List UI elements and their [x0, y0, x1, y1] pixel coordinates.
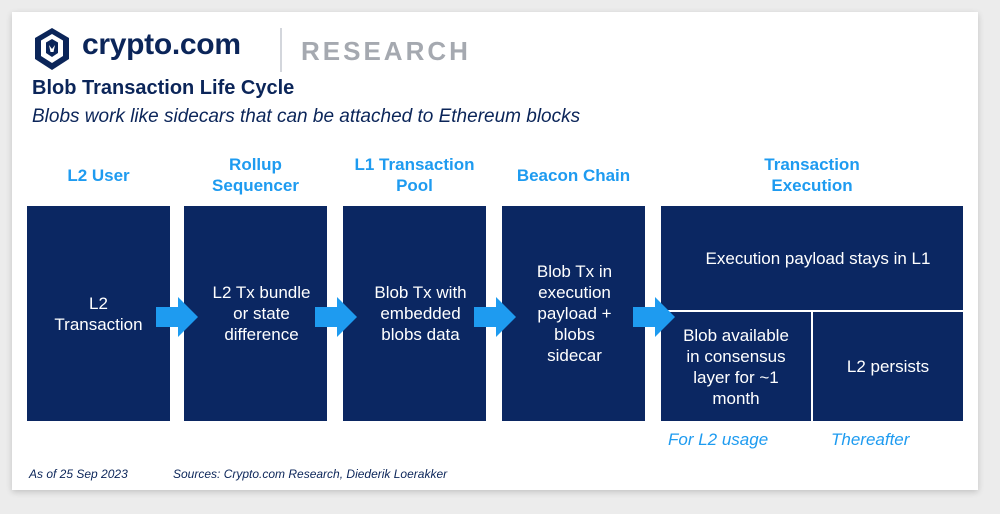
crypto-com-lion-logo-icon [35, 28, 69, 70]
stage-label-l2-user: L2 User [67, 165, 130, 185]
blob-tx-embedded-box: Blob Tx with embedded blobs data [343, 206, 486, 421]
execution-payload-box: Execution payload stays in L1 [661, 206, 963, 310]
infographic-card: crypto.com RESEARCH Blob Transaction Lif… [12, 12, 978, 490]
flow-arrow-icon [474, 297, 516, 337]
brand-wordmark: crypto.com [82, 28, 241, 61]
section-label: RESEARCH [301, 36, 471, 66]
flow-arrow-icon [633, 297, 675, 337]
blob-tx-sidecar-box: Blob Tx in execution payload + blobs sid… [502, 206, 645, 421]
note-for-l2-usage: For L2 usage [668, 430, 769, 449]
stage-label-rollup-sequencer: Rollup Sequencer [212, 155, 299, 195]
flow-arrow-icon [315, 297, 357, 337]
l2-persists-box: L2 persists [813, 312, 963, 421]
l2-tx-bundle-box: L2 Tx bundle or state difference [184, 206, 327, 421]
as-of-date: As of 25 Sep 2023 [29, 467, 128, 481]
stage-label-l1-transaction-pool: L1 Transaction Pool [354, 155, 475, 195]
page-subtitle: Blobs work like sidecars that can be att… [32, 106, 581, 127]
flow-arrow-icon [156, 297, 198, 337]
note-thereafter: Thereafter [831, 430, 910, 449]
blob-available-box: Blob available in consensus layer for ~1… [661, 312, 811, 421]
l2-transaction-box: L2 Transaction [27, 206, 170, 421]
stage-label-transaction-execution: Transaction Execution [764, 155, 860, 195]
page-title: Blob Transaction Life Cycle [32, 77, 295, 99]
header-divider [280, 28, 282, 72]
sources: Sources: Crypto.com Research, Diederik L… [173, 467, 448, 481]
stage-label-beacon-chain: Beacon Chain [516, 165, 631, 185]
